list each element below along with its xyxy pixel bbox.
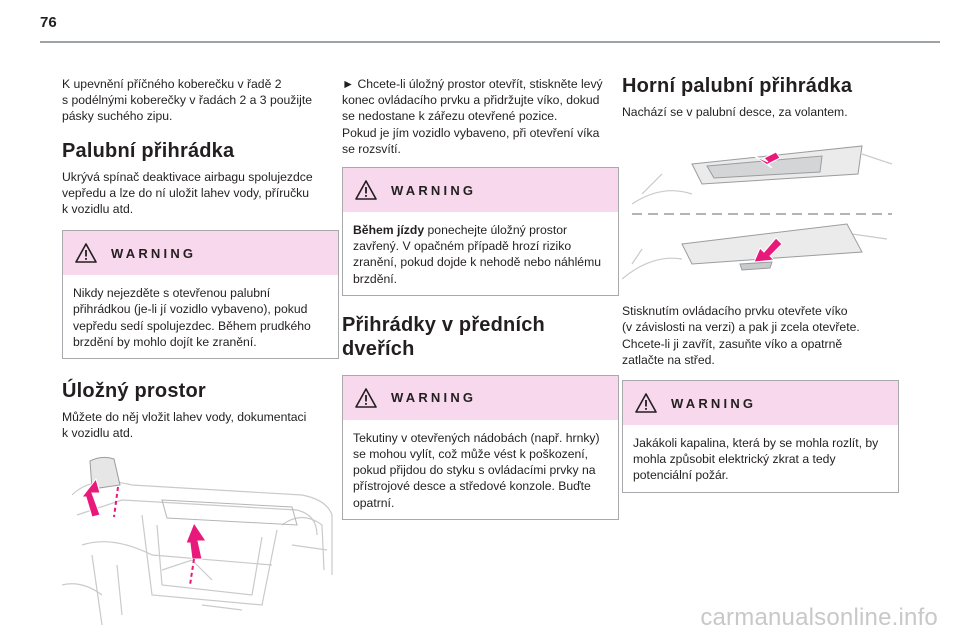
warning-title: WARNING — [671, 395, 757, 411]
column-2: ► Chcete-li úložný prostor otevřít, stis… — [342, 70, 623, 520]
text-line: Jakákoli kapalina, která by se mohla roz… — [633, 436, 879, 451]
text-line: vepředu sedí spolujezdec. Během prudkého — [73, 318, 311, 333]
text-line: vepředu a lze do ní uložit lahev vody, p… — [62, 185, 310, 200]
text-line: konec ovládacího prvku a přidržujte víko… — [342, 93, 600, 108]
text-line: (v závislosti na verzi) a pak ji zcela o… — [622, 320, 860, 335]
text-line: Nikdy nejezděte s otevřenou palubní — [73, 286, 271, 301]
warning-box-door: WARNING Tekutiny v otevřených nádobách (… — [342, 374, 619, 520]
warning-triangle-icon — [355, 180, 377, 200]
text-line: Během jízdy ponechejte úložný prostor — [353, 222, 608, 238]
text-line: k vozidlu atd. — [62, 426, 134, 441]
text-line: Chcete-li ji zavřít, zasuňte víko a opat… — [622, 336, 843, 351]
warning-header: WARNING — [623, 381, 898, 426]
arrow-icon — [753, 151, 783, 263]
column-1: K upevnění příčného koberečku v řadě 2 s… — [61, 70, 340, 627]
text-line: pásky suchého zipu. — [62, 109, 173, 124]
upper-glovebox-instructions: Stisknutím ovládacího prvku otevřete vík… — [622, 303, 906, 368]
warning-header: WARNING — [343, 168, 618, 213]
warning-title: WARNING — [391, 182, 477, 198]
warning-header: WARNING — [63, 231, 338, 276]
watermark: carmanualsonline.info — [700, 604, 938, 631]
warning-header: WARNING — [343, 375, 618, 420]
page-number: 76 — [40, 14, 57, 31]
warning-body: Během jízdy ponechejte úložný prostor za… — [343, 212, 618, 295]
section-title-glovebox: Palubní přihrádka — [62, 139, 235, 162]
text-line: mohla způsobit elektrický zkrat a tedy — [633, 452, 836, 467]
text-line: zavřený. V opačném případě hrozí riziko — [353, 239, 572, 254]
text-line: Nachází se v palubní desce, za volantem. — [622, 105, 848, 119]
text-line: ► Chcete-li úložný prostor otevřít, stis… — [342, 77, 603, 91]
upper-glovebox-paragraph: Nachází se v palubní desce, za volantem. — [622, 104, 906, 120]
open-instruction: ► Chcete-li úložný prostor otevřít, stis… — [342, 76, 623, 157]
warning-body: Tekutiny v otevřených nádobách (např. hr… — [343, 420, 618, 519]
text-line: K upevnění příčného koberečku v řadě 2 — [62, 77, 282, 91]
warning-box-glovebox: WARNING Nikdy nejezděte s otevřenou palu… — [62, 230, 339, 360]
text-line: brzdění by mohlo dojít ke zranění. — [73, 334, 257, 349]
text-line: Pokud je jím vozidlo vybaveno, při otevř… — [342, 125, 600, 140]
text-line: přístrojové desce a středové konzole. Bu… — [353, 479, 591, 494]
text-line: zatlačte na střed. — [622, 352, 715, 367]
warning-triangle-icon — [75, 243, 97, 264]
warning-box-liquid: WARNING Jakákoli kapalina, která by se m… — [622, 380, 899, 493]
text-line: potenciální požár. — [633, 468, 729, 483]
title-line: dveřích — [342, 337, 415, 360]
section-title-upper-glovebox: Horní palubní přihrádka — [622, 75, 853, 97]
text-line: přihrádkou (je-li jí vozidlo vybaveno), … — [73, 302, 308, 317]
title-line: Přihrádky v předních — [342, 313, 545, 336]
arrow-icon — [80, 478, 207, 560]
section-title-door-pockets: Přihrádky v předních dveřích — [342, 313, 623, 361]
text-line: Ukrývá spínač deaktivace airbagu spoluje… — [62, 169, 313, 184]
column-3: Horní palubní přihrádka Nachází se v pal… — [621, 70, 906, 493]
warning-body: Jakákoli kapalina, která by se mohla roz… — [623, 425, 898, 492]
upper-glovebox-illustration — [621, 134, 900, 289]
text-line: se mohou vylít, což může vést k poškozen… — [353, 447, 589, 462]
storage-illustration — [61, 455, 337, 627]
text-line: k vozidlu atd. — [62, 202, 134, 217]
text-line: Můžete do něj vložit lahev vody, dokumen… — [62, 410, 307, 425]
text-line: se nedostane k zářezu otevřené pozice. — [342, 109, 558, 124]
warning-body: Nikdy nejezděte s otevřenou palubní přih… — [63, 275, 338, 358]
text-span: ponechejte úložný prostor — [424, 223, 568, 238]
warning-triangle-icon — [635, 393, 657, 413]
intro-paragraph: K upevnění příčného koberečku v řadě 2 s… — [62, 76, 340, 125]
section-title-storage: Úložný prostor — [62, 380, 206, 403]
text-line: se rozsvítí. — [342, 141, 401, 156]
text-line: opatrní. — [353, 495, 395, 510]
storage-paragraph: Můžete do něj vložit lahev vody, dokumen… — [62, 409, 340, 441]
bold-text: Během jízdy — [353, 223, 425, 238]
warning-title: WARNING — [391, 390, 477, 406]
text-line: brzdění. — [353, 271, 398, 286]
warning-title: WARNING — [111, 245, 197, 261]
text-line: s podélnými koberečky v řadách 2 a 3 pou… — [62, 93, 312, 108]
text-line: Tekutiny v otevřených nádobách (např. hr… — [353, 430, 600, 445]
header-rule — [40, 41, 940, 43]
text-line: pokud přijdou do styku s ovládacími prvk… — [353, 463, 596, 478]
warning-triangle-icon — [355, 388, 377, 408]
text-line: zranění, pokud dojde k nehodě nebo náhlé… — [353, 255, 602, 270]
text-line: Stisknutím ovládacího prvku otevřete vík… — [622, 304, 848, 319]
warning-box-storage: WARNING Během jízdy ponechejte úložný pr… — [342, 167, 619, 296]
glovebox-paragraph: Ukrývá spínač deaktivace airbagu spoluje… — [62, 169, 340, 218]
